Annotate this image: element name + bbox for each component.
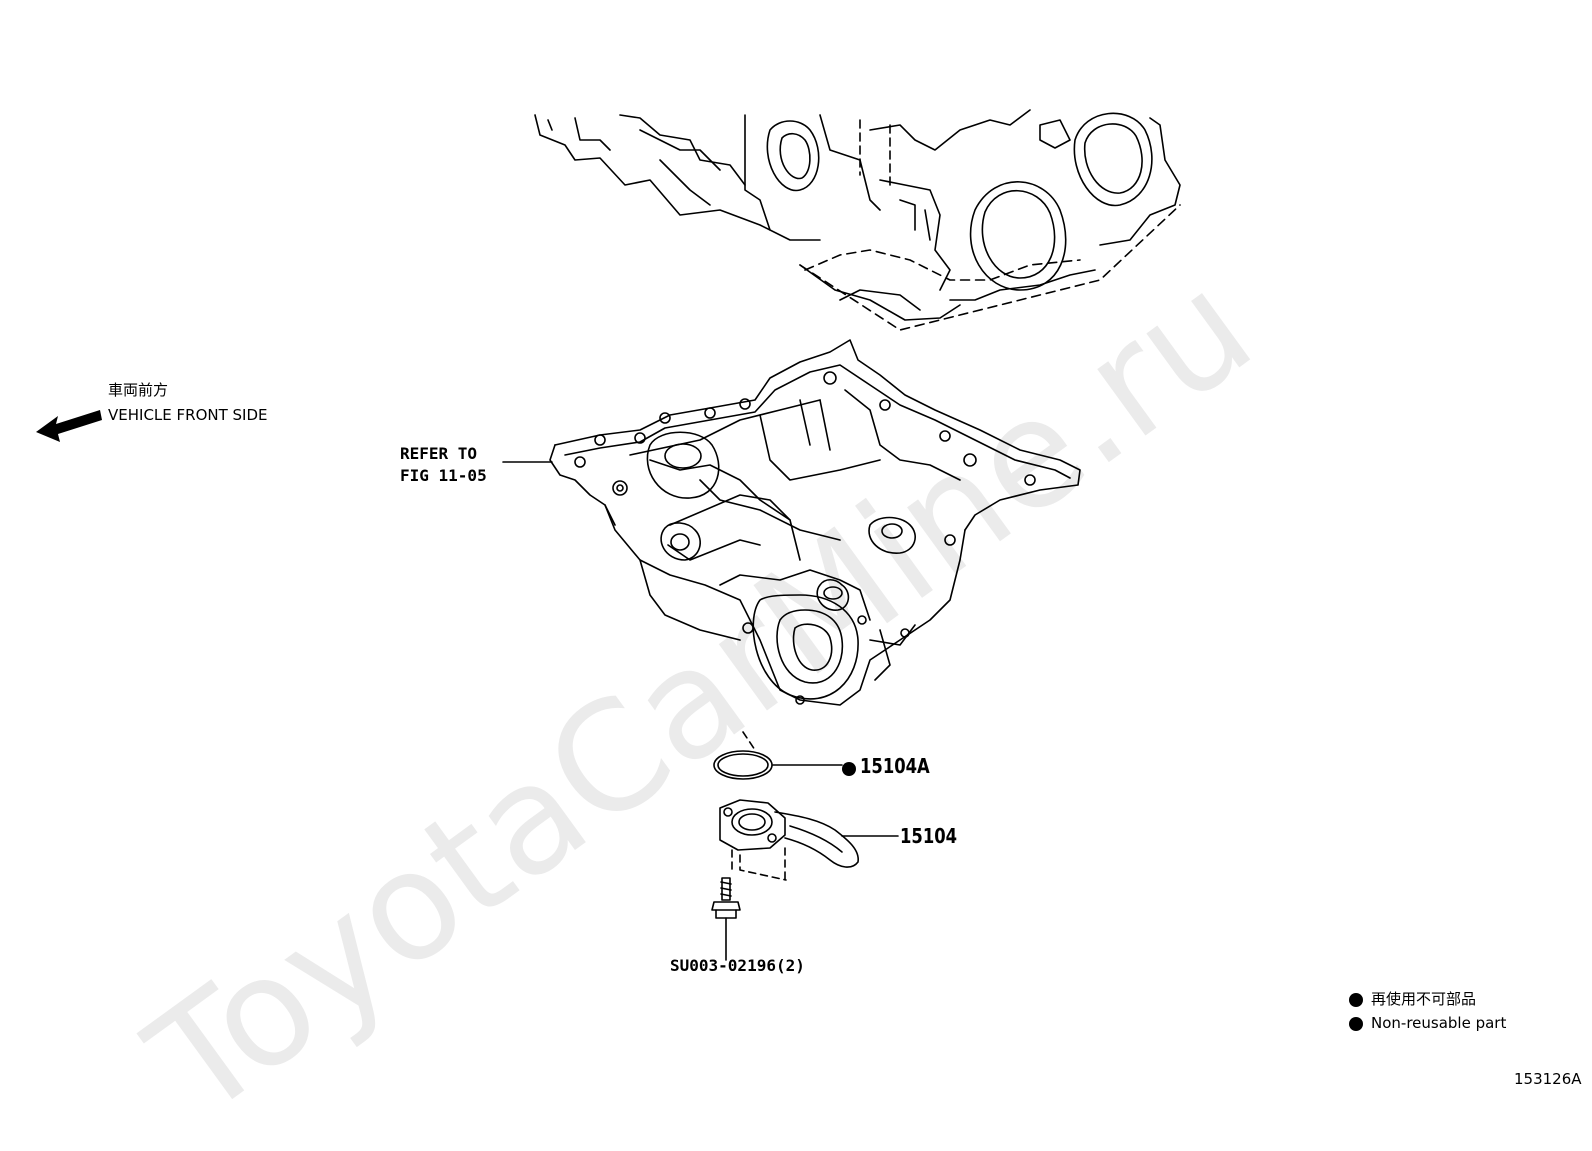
refer-label-line2: FIG 11-05 xyxy=(400,466,487,485)
alignment-dashes xyxy=(739,731,787,881)
part-callout-15104A[interactable]: 15104A xyxy=(842,756,945,776)
figure-id: 153126A xyxy=(1514,1070,1582,1088)
arrow-left-icon xyxy=(36,410,102,442)
part-callout-SU003-02196[interactable]: SU003-02196(2) xyxy=(670,956,805,975)
non-reusable-dot-icon xyxy=(1349,1016,1363,1031)
legend-text-en: Non-reusable part xyxy=(1371,1014,1507,1032)
non-reusable-dot-icon xyxy=(1349,992,1363,1007)
legend-line-jp: 再使用不可部品 xyxy=(1349,992,1476,1007)
o-ring-illustration xyxy=(713,750,773,780)
exploded-view-drawing xyxy=(36,109,1181,961)
part-callout-15104[interactable]: 15104 xyxy=(900,824,958,848)
parts-diagram: ToyotaCarMine.ru xyxy=(36,109,1582,1151)
non-reusable-dot-icon xyxy=(842,761,856,776)
direction-label-jp: 車両前方 xyxy=(108,381,169,399)
direction-label-en: VEHICLE FRONT SIDE xyxy=(108,406,268,424)
oil-strainer-illustration xyxy=(719,799,859,881)
legend-text-jp: 再使用不可部品 xyxy=(1371,990,1477,1008)
engine-block-illustration xyxy=(534,109,1181,331)
refer-label-line1: REFER TO xyxy=(400,444,478,463)
part-number: 15104A xyxy=(860,754,930,778)
oil-pan-housing-illustration xyxy=(549,339,1081,706)
bolt-illustration xyxy=(711,877,741,961)
legend-line-en: Non-reusable part xyxy=(1349,1016,1506,1031)
